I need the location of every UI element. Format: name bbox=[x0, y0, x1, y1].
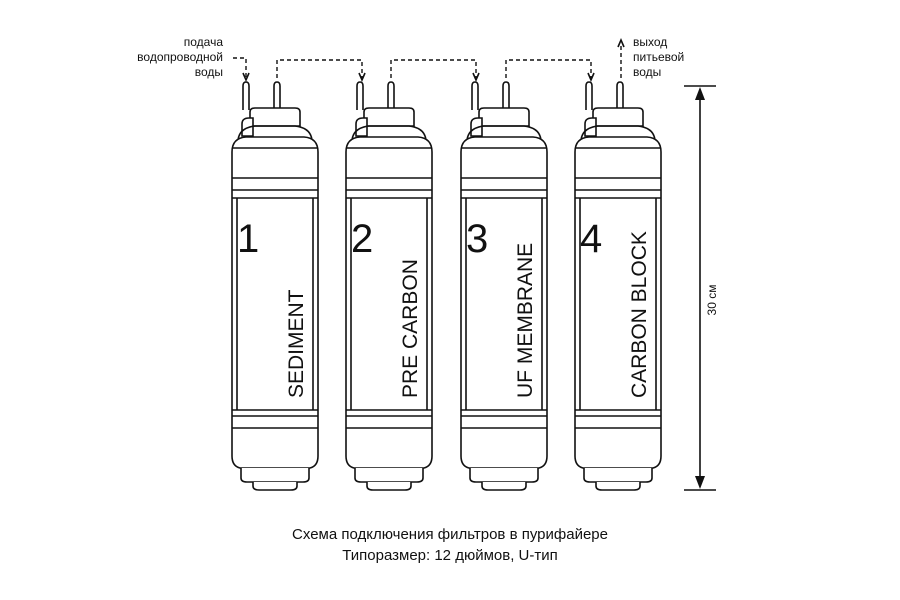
inlet-label: подача водопроводной воды bbox=[137, 35, 223, 79]
pipe-fitting bbox=[471, 81, 479, 110]
cartridge-body bbox=[345, 136, 433, 469]
filter-number: 2 bbox=[351, 217, 373, 261]
filter-name: PRE CARBON bbox=[399, 259, 422, 398]
dimension-arrow-up-icon bbox=[695, 87, 705, 100]
cartridge-sleeve bbox=[579, 198, 657, 410]
bottom-cap bbox=[240, 468, 310, 483]
cartridge-sleeve bbox=[236, 198, 314, 410]
top-shoulder bbox=[237, 125, 313, 143]
dimension-arrow-down-icon bbox=[695, 476, 705, 489]
caption-line-1: Схема подключения фильтров в пурифайере bbox=[292, 526, 608, 543]
outlet-label: выход питьевой воды bbox=[633, 35, 684, 79]
bottom-cap bbox=[583, 468, 653, 483]
arrow-down-icon bbox=[587, 72, 595, 83]
top-cap bbox=[478, 107, 530, 127]
top-shoulder bbox=[466, 125, 542, 143]
inlet-label-line: подача bbox=[184, 35, 224, 49]
height-dimension: 30 см bbox=[684, 85, 719, 491]
top-cap bbox=[592, 107, 644, 127]
diagram-caption: Схема подключения фильтров в пурифайере … bbox=[0, 524, 900, 566]
filter-name: UF MEMBRANE bbox=[514, 243, 537, 398]
outlet-label-line: питьевой bbox=[633, 50, 684, 64]
pipe-fitting bbox=[242, 81, 250, 110]
flow-line-3-4 bbox=[505, 59, 592, 78]
pipe-fitting bbox=[502, 81, 510, 110]
arrow-up-icon bbox=[617, 37, 625, 48]
bottom-cap-tip bbox=[481, 482, 527, 491]
pipe-fitting bbox=[387, 81, 395, 110]
arrow-down-icon bbox=[358, 72, 366, 83]
filter-number: 3 bbox=[466, 217, 488, 261]
filter-cartridge: 4 CARBON BLOCK bbox=[574, 81, 662, 491]
caption-line-2: Типоразмер: 12 дюймов, U-тип bbox=[342, 547, 558, 564]
cartridge-body bbox=[231, 136, 319, 469]
filter-cartridge: 3 UF MEMBRANE bbox=[460, 81, 548, 491]
bottom-cap-tip bbox=[252, 482, 298, 491]
filter-name: CARBON BLOCK bbox=[628, 231, 651, 398]
top-shoulder bbox=[580, 125, 656, 143]
flow-line-1-2 bbox=[276, 59, 363, 78]
top-cap bbox=[249, 107, 301, 127]
flow-lines bbox=[233, 37, 625, 83]
pipe-fitting bbox=[273, 81, 281, 110]
top-shoulder bbox=[351, 125, 427, 143]
top-cap bbox=[363, 107, 415, 127]
pipe-fitting bbox=[585, 81, 593, 110]
pipe-fitting bbox=[356, 81, 364, 110]
flow-line-2-3 bbox=[390, 59, 477, 78]
bottom-cap bbox=[469, 468, 539, 483]
pipe-fitting bbox=[616, 81, 624, 110]
arrow-down-icon bbox=[472, 72, 480, 83]
inlet-label-line: воды bbox=[195, 65, 223, 79]
cartridge-body bbox=[460, 136, 548, 469]
outlet-label-line: воды bbox=[633, 65, 661, 79]
bottom-cap-tip bbox=[366, 482, 412, 491]
filter-name: SEDIMENT bbox=[285, 289, 308, 398]
filter-number: 4 bbox=[580, 217, 602, 261]
outlet-label-line: выход bbox=[633, 35, 667, 49]
cartridge-sleeve bbox=[465, 198, 543, 410]
cartridge-body bbox=[574, 136, 662, 469]
dimension-label: 30 см bbox=[705, 285, 719, 316]
filter-number: 1 bbox=[237, 217, 259, 261]
bottom-cap-tip bbox=[595, 482, 641, 491]
cartridge-sleeve bbox=[350, 198, 428, 410]
bottom-cap bbox=[354, 468, 424, 483]
inlet-label-line: водопроводной bbox=[137, 50, 223, 64]
arrow-down-icon bbox=[242, 72, 250, 83]
